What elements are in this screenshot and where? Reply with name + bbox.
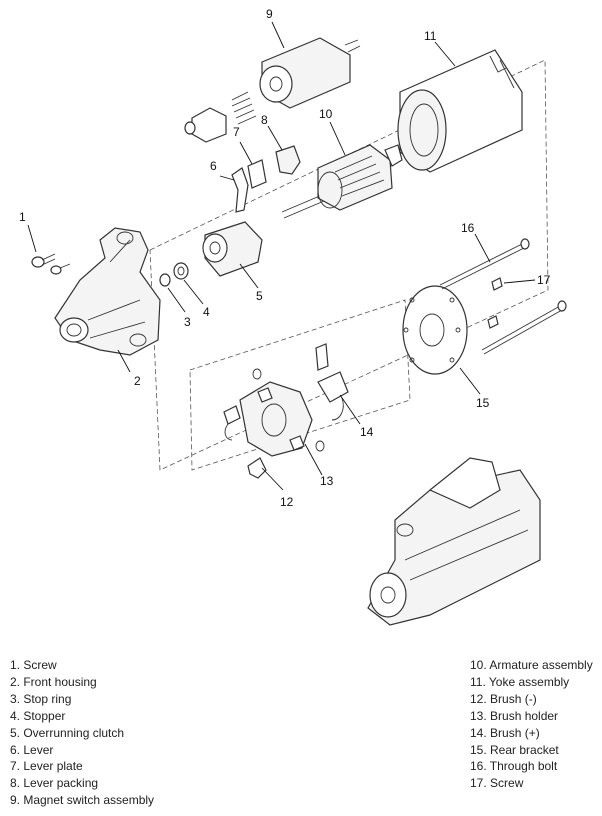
leader-lines <box>27 21 536 491</box>
front-housing-part <box>54 227 161 356</box>
armature-assembly-part <box>281 144 403 219</box>
callout-15: 15 <box>476 396 490 410</box>
overrunning-clutch-part <box>202 221 263 277</box>
legend-item: 12. Brush (-) <box>470 691 537 706</box>
legend-item: 3. Stop ring <box>10 691 72 706</box>
assembly-guide-lower <box>189 299 411 471</box>
callout-11: 11 <box>424 29 437 43</box>
screw-part-17 <box>487 277 503 329</box>
callout-2: 2 <box>134 374 141 388</box>
legend-item: 6. Lever <box>10 742 54 757</box>
legend-item: 15. Rear bracket <box>470 742 559 757</box>
legend-left-column: 1. Screw 2. Front housing 3. Stop ring 4… <box>10 657 154 809</box>
callout-16: 16 <box>461 221 475 235</box>
callout-3: 3 <box>184 315 191 329</box>
callout-5: 5 <box>256 289 263 303</box>
through-bolt-part <box>439 238 567 355</box>
callout-6: 6 <box>210 159 217 173</box>
legend-item: 10. Armature assembly <box>470 658 593 672</box>
legend-item: 8. Lever packing <box>10 776 99 791</box>
legend-item: 13. Brush holder <box>470 708 559 723</box>
lever-packing-part <box>275 145 301 175</box>
callout-17: 17 <box>537 273 551 287</box>
plunger-and-spring-part <box>184 91 257 143</box>
rear-bracket-part <box>402 285 468 375</box>
callout-7: 7 <box>233 125 240 139</box>
brush-positive-part <box>315 343 349 421</box>
assembled-starter-view <box>367 457 541 626</box>
legend-item: 17. Screw <box>470 776 524 791</box>
stop-ring-part <box>159 273 171 287</box>
callout-13: 13 <box>320 474 334 488</box>
legend-right-column: 10. Armature assembly 11. Yoke assembly … <box>470 657 593 792</box>
lever-part <box>231 167 249 213</box>
magnet-switch-assembly-part <box>259 37 361 109</box>
legend-item: 11. Yoke assembly <box>470 674 570 689</box>
brush-holder-part <box>223 368 325 457</box>
legend-item: 7. Lever plate <box>10 759 83 774</box>
legend-item: 5. Overrunning clutch <box>10 725 125 740</box>
legend-item: 2. Front housing <box>10 674 97 689</box>
callout-8: 8 <box>261 113 268 127</box>
legend-item: 16. Through bolt <box>470 759 558 774</box>
stopper-part <box>173 262 189 280</box>
callout-9: 9 <box>266 7 273 21</box>
brush-negative-part <box>247 457 267 479</box>
legend-item: 9. Magnet switch assembly <box>10 793 155 808</box>
exploded-view-diagram: 1 2 3 4 5 6 7 8 9 10 11 12 13 14 15 16 1… <box>19 7 567 626</box>
lever-plate-part <box>247 159 267 189</box>
callout-12: 12 <box>280 495 294 509</box>
callout-1: 1 <box>19 210 26 224</box>
callout-14: 14 <box>360 425 374 439</box>
legend-item: 14. Brush (+) <box>470 725 540 740</box>
screw-part-1 <box>31 253 71 275</box>
yoke-assembly-part <box>397 49 523 173</box>
callout-10: 10 <box>319 107 333 121</box>
legend-item: 1. Screw <box>10 658 57 672</box>
callout-4: 4 <box>203 305 210 319</box>
legend-item: 4. Stopper <box>10 708 66 723</box>
